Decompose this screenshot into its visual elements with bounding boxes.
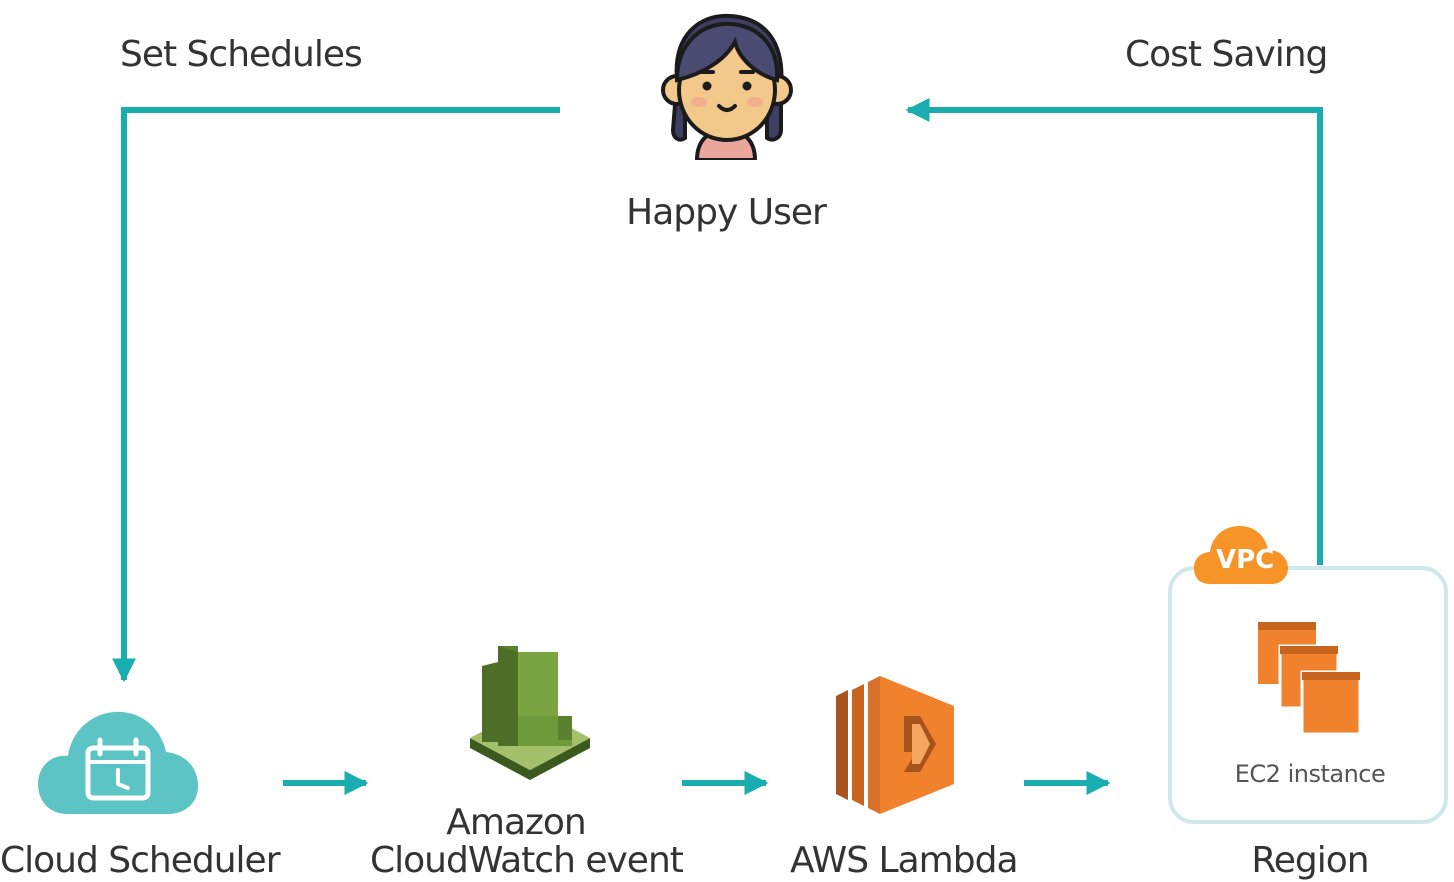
vpc-badge-label: VPC	[1216, 545, 1275, 575]
happy-user-avatar-icon	[661, 13, 793, 160]
cloudwatch-label-line1: Amazon	[446, 802, 587, 843]
cloud-scheduler-label: Cloud Scheduler	[0, 840, 281, 881]
cloudwatch-icon	[470, 646, 590, 780]
vpc-cloud-badge-icon	[1194, 526, 1288, 584]
happy-user-label: Happy User	[626, 192, 827, 233]
cost-saving-label: Cost Saving	[1125, 34, 1328, 75]
region-label: Region	[1251, 840, 1369, 881]
cost-saving-connector	[905, 98, 1323, 565]
aws-lambda-label: AWS Lambda	[790, 840, 1019, 881]
lambda-icon	[836, 676, 954, 814]
set-schedules-connector	[112, 107, 560, 683]
ec2-instances-icon	[1258, 622, 1362, 736]
cloud-calendar-clock-icon	[38, 711, 198, 814]
set-schedules-label: Set Schedules	[120, 34, 363, 75]
ec2-instance-label: EC2 instance	[1234, 760, 1386, 788]
cloudwatch-label-line2: CloudWatch event	[370, 840, 684, 881]
